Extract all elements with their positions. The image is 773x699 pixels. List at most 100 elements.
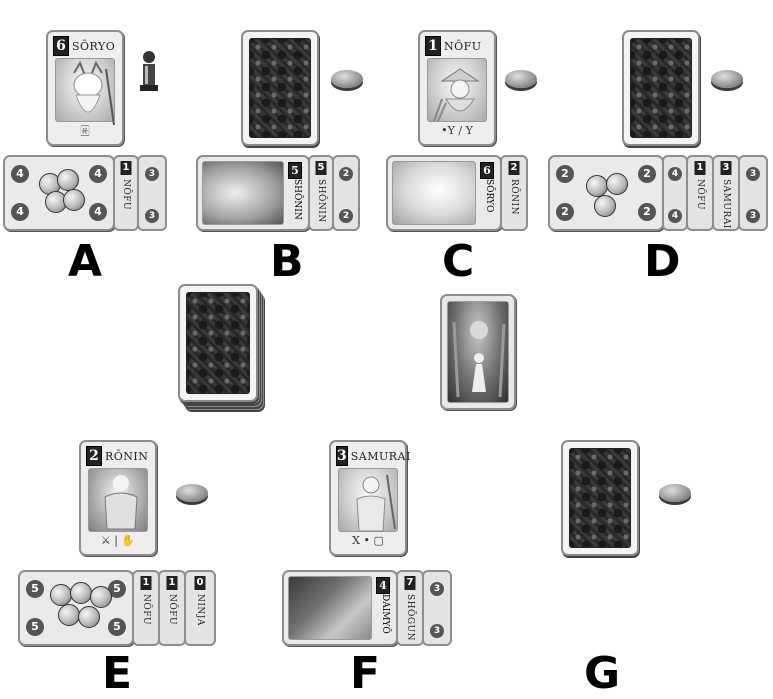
land-illustration <box>392 161 476 225</box>
card-back-pattern <box>630 38 692 138</box>
player-a-tab-card[interactable]: 3 3 <box>137 155 167 231</box>
tab-coin: 3 <box>430 582 444 596</box>
player-c-land-card[interactable]: 6 SŌRYO <box>386 155 502 231</box>
tab-number: 1 <box>121 161 132 175</box>
player-b-face-down-card[interactable] <box>241 30 319 146</box>
player-a-portrait-card[interactable]: 6 SŌRYO 🀅 <box>46 30 124 146</box>
player-e-tab-card[interactable]: 1 NŌFU <box>158 570 186 646</box>
gray-disc-token <box>331 70 363 88</box>
tab-coin: 4 <box>668 167 682 181</box>
player-d-tab-card[interactable]: 1 NŌFU <box>686 155 714 231</box>
player-b-land-card[interactable]: 5 SHŌNIN <box>196 155 310 231</box>
player-d-tab-card[interactable]: 4 4 <box>662 155 688 231</box>
gray-disc-token <box>176 484 208 502</box>
tab-number: 1 <box>141 576 152 590</box>
samurai-icon <box>339 469 403 537</box>
coin-icon <box>90 586 112 608</box>
player-pawn-icon <box>138 50 160 92</box>
player-e-portrait-card[interactable]: 2 RŌNIN ⚔ | ✋ <box>79 440 157 556</box>
tab-number: 1 <box>167 576 178 590</box>
coin-value-badge: 4 <box>89 203 107 221</box>
player-c-tab-card[interactable]: 2 RŌNIN <box>500 155 528 231</box>
player-f-portrait-card[interactable]: 3 SAMURAI X • ▢ <box>329 440 407 556</box>
player-a-label: A <box>68 240 102 284</box>
face-up-event-card[interactable] <box>440 294 516 410</box>
player-f-label: F <box>350 652 380 696</box>
goat-icon <box>56 59 120 127</box>
card-number: 2 <box>86 446 102 466</box>
card-number: 1 <box>425 36 441 56</box>
tab-number: 7 <box>405 576 416 590</box>
card-back-pattern <box>249 38 311 138</box>
card-header: 1 NŌFU <box>425 36 489 56</box>
tab-title: NŌFU <box>121 179 131 210</box>
farmer-icon <box>428 59 492 127</box>
samurai-illustration <box>338 468 398 532</box>
gray-disc-token <box>505 70 537 88</box>
tab-title: SAMURAI <box>721 179 731 229</box>
pile-top-card <box>178 284 258 402</box>
tab-title: NŌFU <box>167 594 177 625</box>
player-e-coin-card[interactable]: 5 5 5 5 <box>18 570 134 646</box>
coin-value-badge: 4 <box>89 165 107 183</box>
coin-value-badge: 2 <box>556 165 574 183</box>
coin-icon <box>57 169 79 191</box>
tab-title: NŌFU <box>695 179 705 210</box>
land-title: SHŌNIN <box>292 179 302 220</box>
coin-value-badge: 4 <box>11 165 29 183</box>
land-title: SŌRYO <box>484 179 494 212</box>
player-d-face-down-card[interactable] <box>622 30 700 146</box>
coin-value-badge: 5 <box>26 618 44 636</box>
card-footer: X • ▢ <box>338 533 398 549</box>
player-e-tab-card[interactable]: 0 NINJA <box>184 570 216 646</box>
player-a-tab-card[interactable]: 1 NŌFU <box>113 155 139 231</box>
coin-value-badge: 5 <box>108 618 126 636</box>
figure-icon <box>448 302 510 404</box>
coin-icon <box>50 584 72 606</box>
tab-coin: 4 <box>668 209 682 223</box>
tab-title: NINJA <box>195 594 205 626</box>
gray-disc-token <box>711 70 743 88</box>
card-title: SAMURAI <box>351 450 411 463</box>
tab-title: RŌNIN <box>509 179 519 215</box>
player-b-tab-card[interactable]: 2 2 <box>332 155 360 231</box>
tab-coin: 3 <box>430 624 444 638</box>
tab-number: 1 <box>695 161 706 175</box>
player-b-label: B <box>270 240 304 284</box>
player-b-tab-card[interactable]: 5 SHŌNIN <box>308 155 334 231</box>
player-d-tab-card[interactable]: 3 3 <box>738 155 768 231</box>
player-d-coin-card[interactable]: 2 2 2 2 <box>548 155 664 231</box>
card-number: 6 <box>53 36 69 56</box>
player-e-tab-card[interactable]: 1 NŌFU <box>132 570 160 646</box>
player-a-coin-card[interactable]: 4 4 4 4 <box>3 155 115 231</box>
tab-coin: 3 <box>145 209 159 223</box>
goat-illustration <box>55 58 115 122</box>
draw-pile[interactable] <box>178 284 268 412</box>
player-g-face-down-card[interactable] <box>561 440 639 556</box>
card-header: 6 SŌRYO <box>53 36 117 56</box>
card-footer: •Y / Y <box>427 123 487 139</box>
ronin-illustration <box>88 468 148 532</box>
tab-coin: 3 <box>145 167 159 181</box>
tab-title: SHŌNIN <box>316 179 326 223</box>
card-title: NŌFU <box>444 40 482 53</box>
card-number: 5 <box>288 162 302 179</box>
player-f-tab-card[interactable]: 7 SHŌGUN <box>396 570 424 646</box>
card-footer: ⚔ | ✋ <box>88 533 148 549</box>
coin-icon <box>70 582 92 604</box>
card-header: 3 SAMURAI <box>336 446 400 466</box>
coin-value-badge: 2 <box>638 203 656 221</box>
coin-icon <box>58 604 80 626</box>
tab-number: 5 <box>316 161 327 175</box>
player-c-portrait-card[interactable]: 1 NŌFU •Y / Y <box>418 30 496 146</box>
card-back-pattern <box>186 292 250 394</box>
player-c-label: C <box>442 240 474 284</box>
coin-value-badge: 2 <box>556 203 574 221</box>
player-d-tab-card[interactable]: 3 SAMURAI <box>712 155 740 231</box>
card-title: RŌNIN <box>105 450 148 463</box>
coin-value-badge: 2 <box>638 165 656 183</box>
player-e-label: E <box>102 652 132 696</box>
player-f-tab-card[interactable]: 3 3 <box>422 570 452 646</box>
player-f-land-card[interactable]: 4 DAIMYŌ <box>282 570 398 646</box>
ronin-icon <box>89 469 153 537</box>
